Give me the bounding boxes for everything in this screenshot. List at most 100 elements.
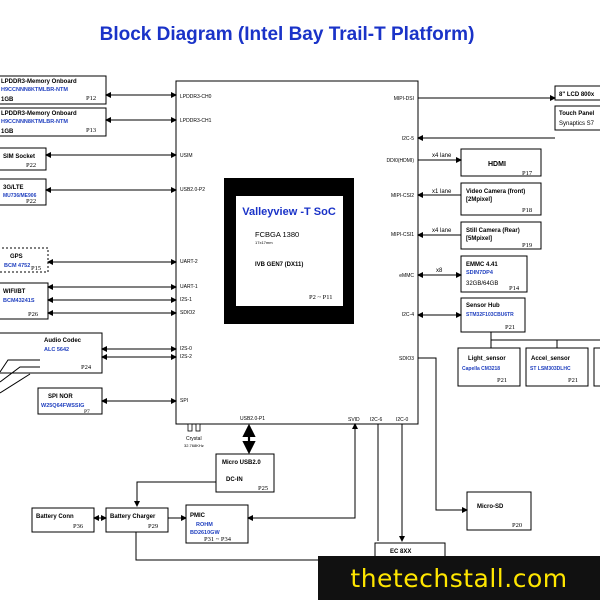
pin-sdio3: SDIO3 xyxy=(399,356,414,362)
codec-inner-line-2 xyxy=(0,366,40,383)
soc-pages: P2 ~ P11 xyxy=(309,294,333,301)
soc-package: FCBGA 1380 xyxy=(255,230,299,239)
light-sensor-page: P21 xyxy=(497,377,507,384)
emmc-lane: x8 xyxy=(436,268,443,274)
hdmi-block xyxy=(460,148,542,177)
hdmi-name: HDMI xyxy=(488,161,506,168)
cam-rear-page: P19 xyxy=(522,242,532,249)
spi-block xyxy=(37,387,103,415)
pin-usb2-p2: USB2.0-P2 xyxy=(180,187,205,193)
ddr0-size: 1GB xyxy=(1,97,14,103)
accel-sensor-part: ST LSM303DLHC xyxy=(530,366,571,372)
emmc-name: EMMC 4.41 xyxy=(466,262,498,268)
cam-rear-detail: [5Mpixel] xyxy=(466,236,492,242)
pin-emmc: eMMC xyxy=(399,273,414,279)
cam-rear-lane: x4 lane xyxy=(432,228,452,234)
sensor-hub-block xyxy=(460,297,526,333)
sim-name: SIM Socket xyxy=(3,154,35,160)
pmic-part: ROHM xyxy=(196,522,213,528)
battery-name: Battery Conn xyxy=(36,514,74,520)
lte-page: P22 xyxy=(26,198,36,205)
soc-name: Valleyview -T SoC xyxy=(242,206,336,218)
battery-page: P36 xyxy=(73,523,84,530)
lcd-block xyxy=(554,85,600,101)
pin-mipi-dsi: MIPI-DSI xyxy=(394,96,414,102)
accel-sensor-block xyxy=(525,347,589,387)
lte-block xyxy=(0,178,47,206)
pin-i2s2: I2S-2 xyxy=(180,354,192,360)
sensor-hub-page: P21 xyxy=(505,324,515,331)
pin-mipi-csi2: MIPI-CSI2 xyxy=(391,193,414,199)
ddr0-name: LPDDR3-Memory Onboard xyxy=(1,79,77,85)
pin-spi: SPI xyxy=(180,398,188,404)
pin-i2c5: I2C-5 xyxy=(402,136,414,142)
pin-usb2-p1: USB2.0-P1 xyxy=(240,416,265,422)
cam-front-lane: x1 lane xyxy=(432,189,452,195)
ddr0-page: P12 xyxy=(86,95,96,102)
charger-page: P29 xyxy=(148,523,158,530)
codec-inner-line-1 xyxy=(0,359,40,373)
gps-part: BCM 4752 xyxy=(4,263,30,269)
crystal-symbol-b xyxy=(195,423,201,432)
pin-i2c6: I2C-6 xyxy=(370,417,382,423)
charger-ec-link xyxy=(135,532,330,561)
microsd-name: Micro-SD xyxy=(477,504,504,510)
codec-part: ALC 5642 xyxy=(44,347,69,353)
micro-usb-sub: DC-IN xyxy=(226,477,243,483)
ddr1-part: H9CCNNN8KTMLBR-NTM xyxy=(1,119,68,125)
pin-i2c4: I2C-4 xyxy=(402,312,414,318)
ddr0-block xyxy=(0,75,107,105)
pmic-name: PMIC xyxy=(190,513,206,519)
ddr1-name: LPDDR3-Memory Onboard xyxy=(1,111,77,117)
battery-block xyxy=(31,507,95,533)
ddr1-page: P13 xyxy=(86,127,96,134)
spi-part: W25Q64FWSSIG xyxy=(41,403,84,409)
codec-page: P24 xyxy=(81,364,92,371)
charger-input-link xyxy=(134,481,216,507)
pin-i2s0: I2S-0 xyxy=(180,346,192,352)
emmc-size: 32GB/64GB xyxy=(466,281,498,287)
ddr0-part: H9CCNNN8KTMLBR-NTM xyxy=(1,87,68,93)
cam-rear-block xyxy=(460,221,542,250)
pin-ddi0: DDI0(HDMI) xyxy=(387,158,415,164)
cam-front-page: P18 xyxy=(522,207,532,214)
watermark-banner: thetechstall.com xyxy=(318,556,600,600)
wifi-page: P26 xyxy=(28,311,39,318)
pin-lpddr3-ch1: LPDDR3-CH1 xyxy=(180,118,212,124)
accel-sensor-name: Accel_sensor xyxy=(531,356,571,362)
soc-package-size: 17x17mm xyxy=(255,240,273,245)
pin-svid: SVID xyxy=(348,417,360,423)
micro-usb-page: P25 xyxy=(258,485,268,492)
pmic-part2: BD2610GW xyxy=(190,530,220,536)
pin-uart1: UART-1 xyxy=(180,284,198,290)
pin-usim: USIM xyxy=(180,153,193,159)
wifi-part: BCM43241S xyxy=(3,298,35,304)
diagram-title: Block Diagram (Intel Bay Trail-T Platfor… xyxy=(100,24,475,45)
pmic-page: P31 ~ P34 xyxy=(204,536,232,543)
codec-block xyxy=(0,332,103,374)
hdmi-lane: x4 lane xyxy=(432,153,452,159)
pin-sdio2: SDIO2 xyxy=(180,310,195,316)
codec-name: Audio Codec xyxy=(44,338,82,344)
pin-i2c0: I2C-0 xyxy=(396,417,408,423)
microsd-link xyxy=(418,357,468,513)
pmic-block xyxy=(185,504,249,544)
charger-name: Battery Charger xyxy=(110,514,156,520)
ec-name: EC 8XX xyxy=(390,549,411,555)
light-sensor-name: Light_sensor xyxy=(468,356,506,362)
sensor-hub-name: Sensor Hub xyxy=(466,303,500,309)
cam-front-block xyxy=(460,182,542,216)
gps-page: P15 xyxy=(31,265,41,272)
extra-sensor-block xyxy=(593,347,600,387)
emmc-block xyxy=(460,255,528,293)
pin-uart2: UART-2 xyxy=(180,259,198,265)
lte-part: MU736/ME906 xyxy=(3,193,37,199)
soc-core-inner xyxy=(236,196,343,306)
sensor-hub-part: STM32F103CBU6TR xyxy=(466,312,514,318)
pmic-svid-link xyxy=(247,423,358,521)
accel-sensor-page: P21 xyxy=(568,377,578,384)
gps-name: GPS xyxy=(10,254,23,260)
pin-i2s1: I2S-1 xyxy=(180,297,192,303)
wifi-name: WIFI/BT xyxy=(3,289,26,295)
